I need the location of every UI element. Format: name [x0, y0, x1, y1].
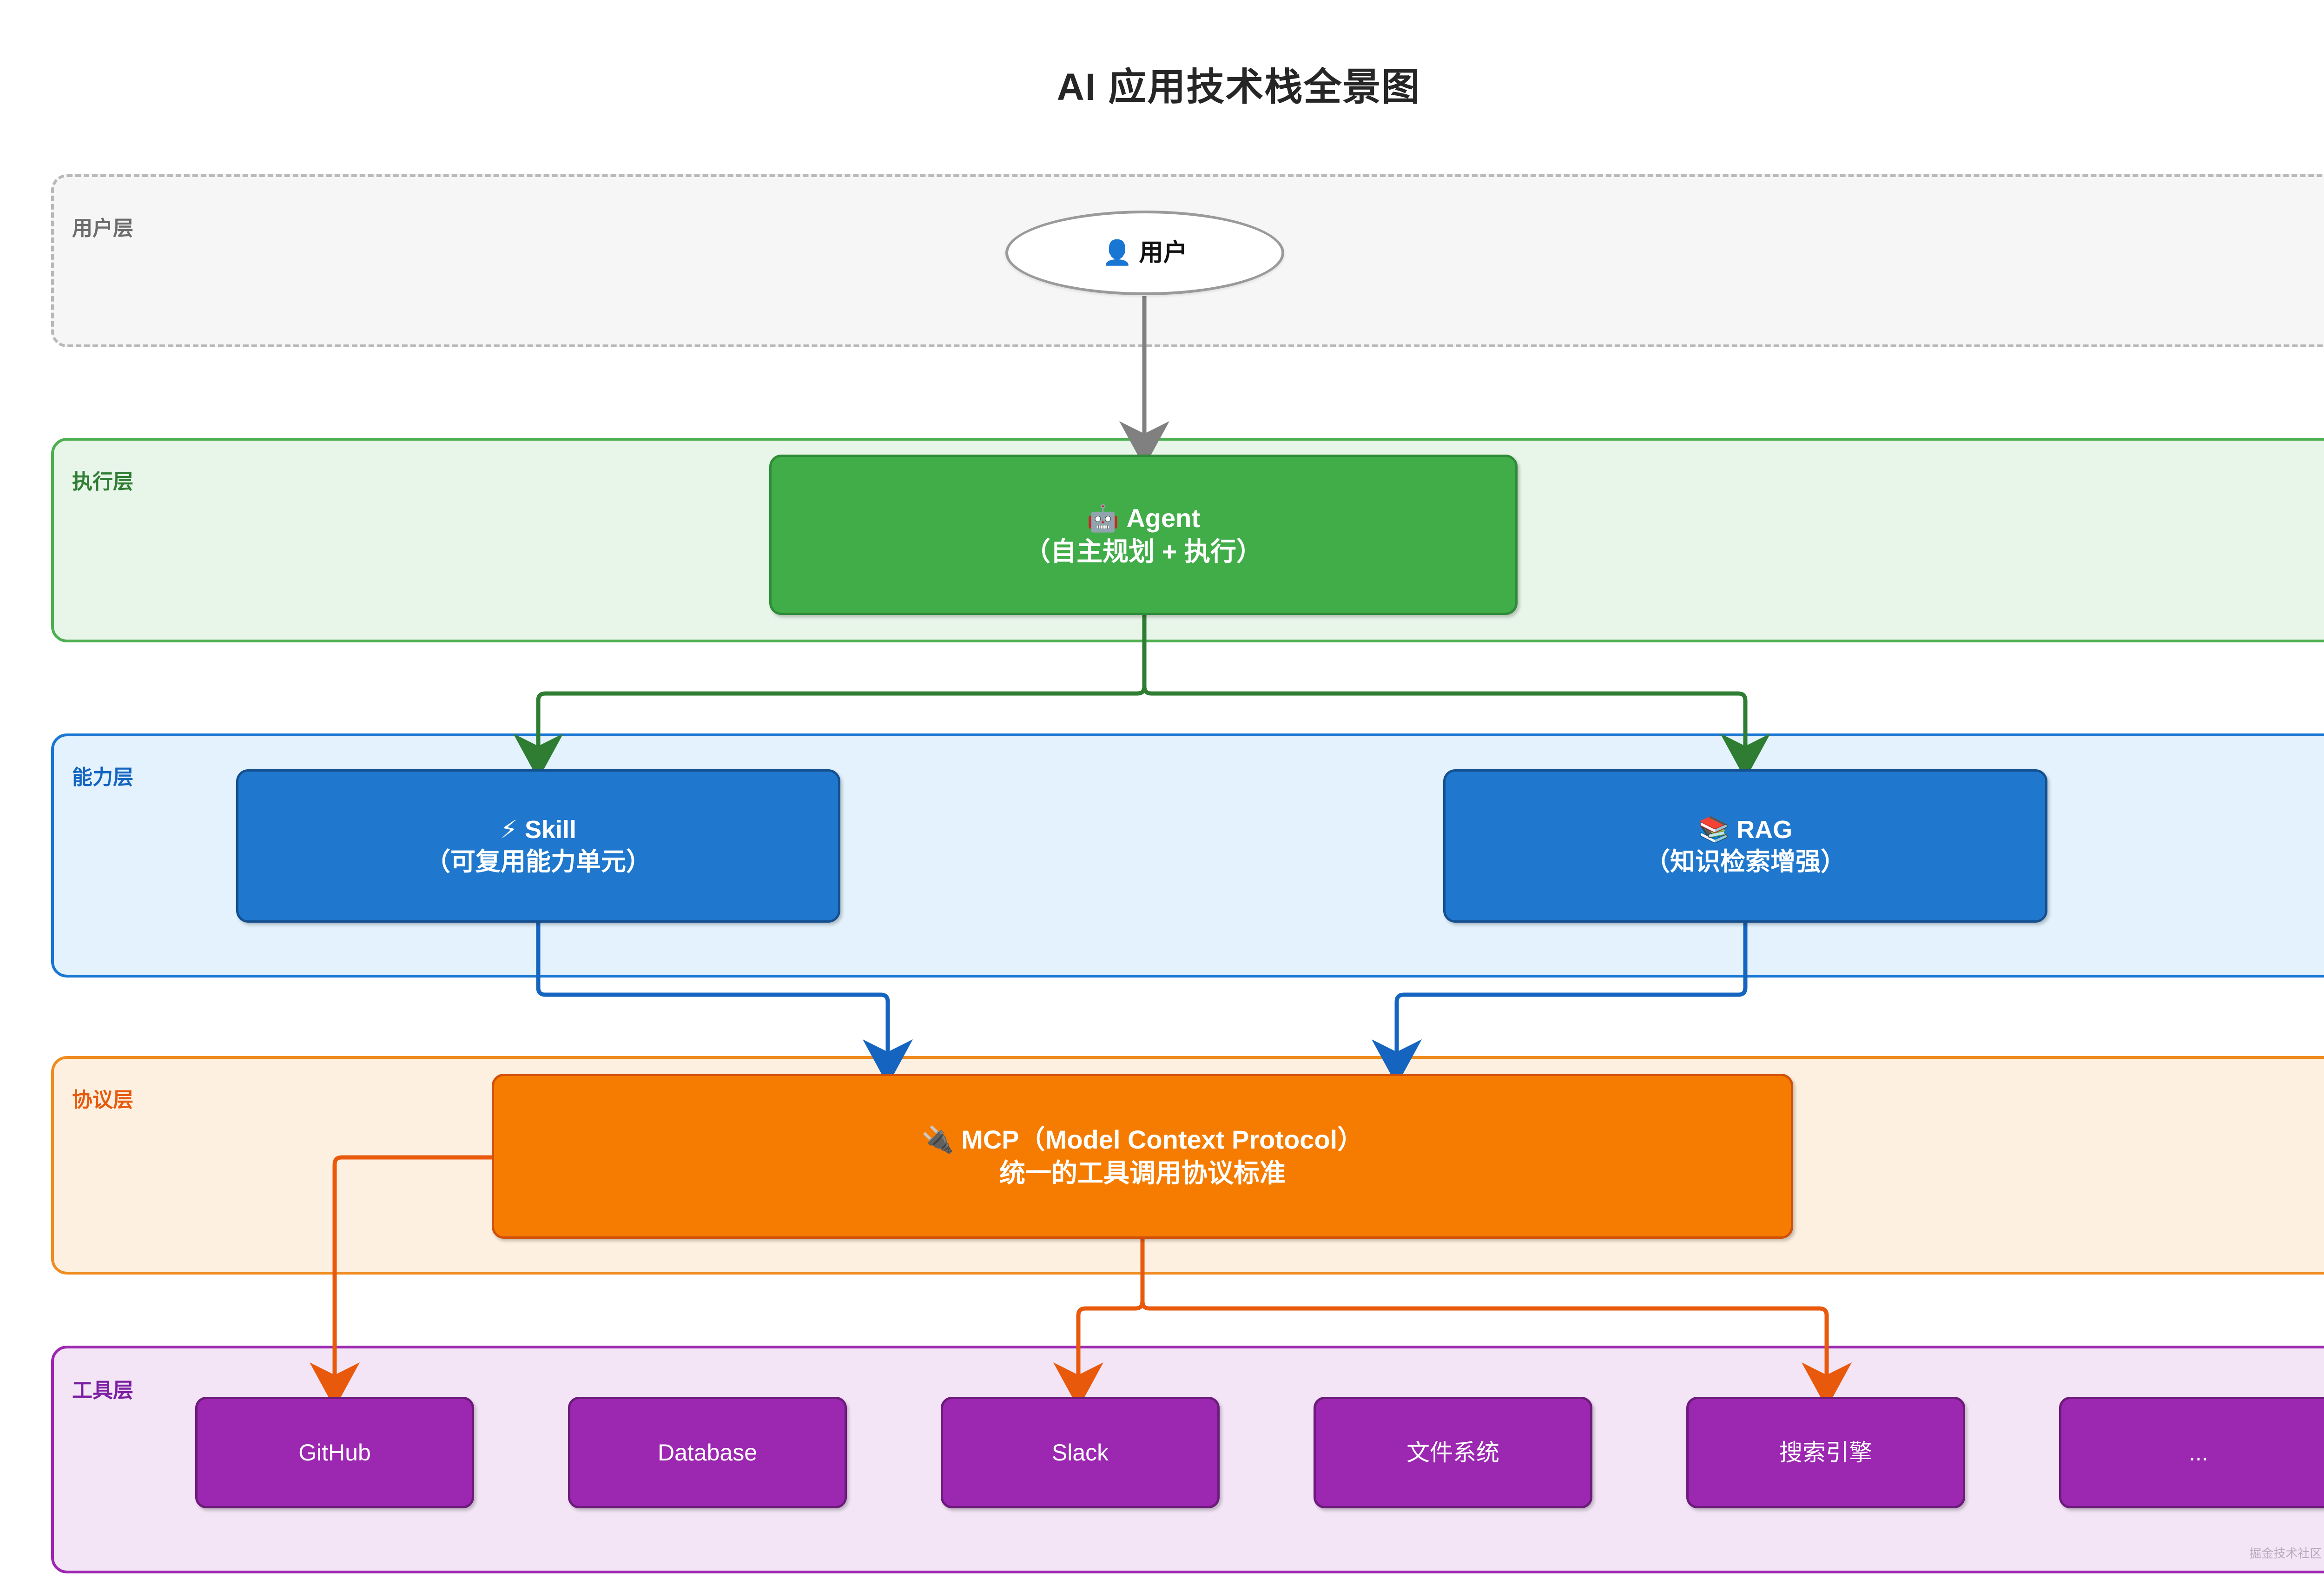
- rag-node-label: RAG: [1736, 815, 1793, 844]
- agent-title-row: 🤖 Agent: [1087, 502, 1200, 535]
- node-tool-others[interactable]: ...: [2059, 1397, 2324, 1508]
- node-rag[interactable]: 📚 RAG （知识检索增强）: [1443, 769, 2047, 923]
- layer-label-tool: 工具层: [72, 1379, 133, 1402]
- user-node-text: 👤 用户: [1102, 238, 1187, 269]
- node-tool-github[interactable]: GitHub: [195, 1397, 474, 1508]
- layer-label-capability: 能力层: [72, 766, 133, 789]
- node-mcp[interactable]: 🔌 MCP（Model Context Protocol） 统一的工具调用协议标…: [492, 1074, 1793, 1239]
- node-tool-database[interactable]: Database: [568, 1397, 847, 1508]
- agent-node-label: Agent: [1126, 503, 1200, 533]
- agent-node-subtitle: （自主规划 + 执行）: [1024, 536, 1262, 566]
- skill-node-subtitle: （可复用能力单元）: [425, 848, 651, 876]
- books-icon: 📚: [1698, 815, 1730, 844]
- rag-node-subtitle: （知识检索增强）: [1645, 848, 1846, 876]
- plug-icon: 🔌: [921, 1124, 954, 1154]
- skill-node-label: Skill: [524, 815, 576, 844]
- layer-label-exec: 执行层: [72, 470, 133, 493]
- node-user[interactable]: 👤 用户: [1005, 211, 1284, 295]
- mcp-title-row: 🔌 MCP（Model Context Protocol）: [922, 1123, 1363, 1156]
- mcp-node-subtitle: 统一的工具调用协议标准: [999, 1158, 1286, 1188]
- user-node-label: 用户: [1139, 239, 1188, 266]
- user-icon: 👤: [1102, 239, 1133, 266]
- rag-title-row: 📚 RAG: [1698, 814, 1792, 846]
- lightning-icon: ⚡: [500, 815, 518, 844]
- layer-label-protocol: 协议层: [72, 1089, 133, 1111]
- skill-title-row: ⚡ Skill: [500, 814, 576, 846]
- node-agent[interactable]: 🤖 Agent （自主规划 + 执行）: [769, 455, 1518, 615]
- node-tool-filesystem[interactable]: 文件系统: [1314, 1397, 1592, 1508]
- mcp-node-label: MCP（Model Context Protocol）: [961, 1124, 1364, 1154]
- robot-icon: 🤖: [1087, 503, 1119, 533]
- page-title: AI 应用技术栈全景图: [1056, 66, 1421, 108]
- node-tool-slack[interactable]: Slack: [941, 1397, 1220, 1508]
- node-skill[interactable]: ⚡ Skill （可复用能力单元）: [236, 769, 840, 923]
- layer-label-user: 用户层: [72, 217, 133, 240]
- node-tool-search-engine[interactable]: 搜索引擎: [1686, 1397, 1965, 1508]
- watermark: 掘金技术社区 @ 镜花水月linyi: [2249, 1546, 2324, 1560]
